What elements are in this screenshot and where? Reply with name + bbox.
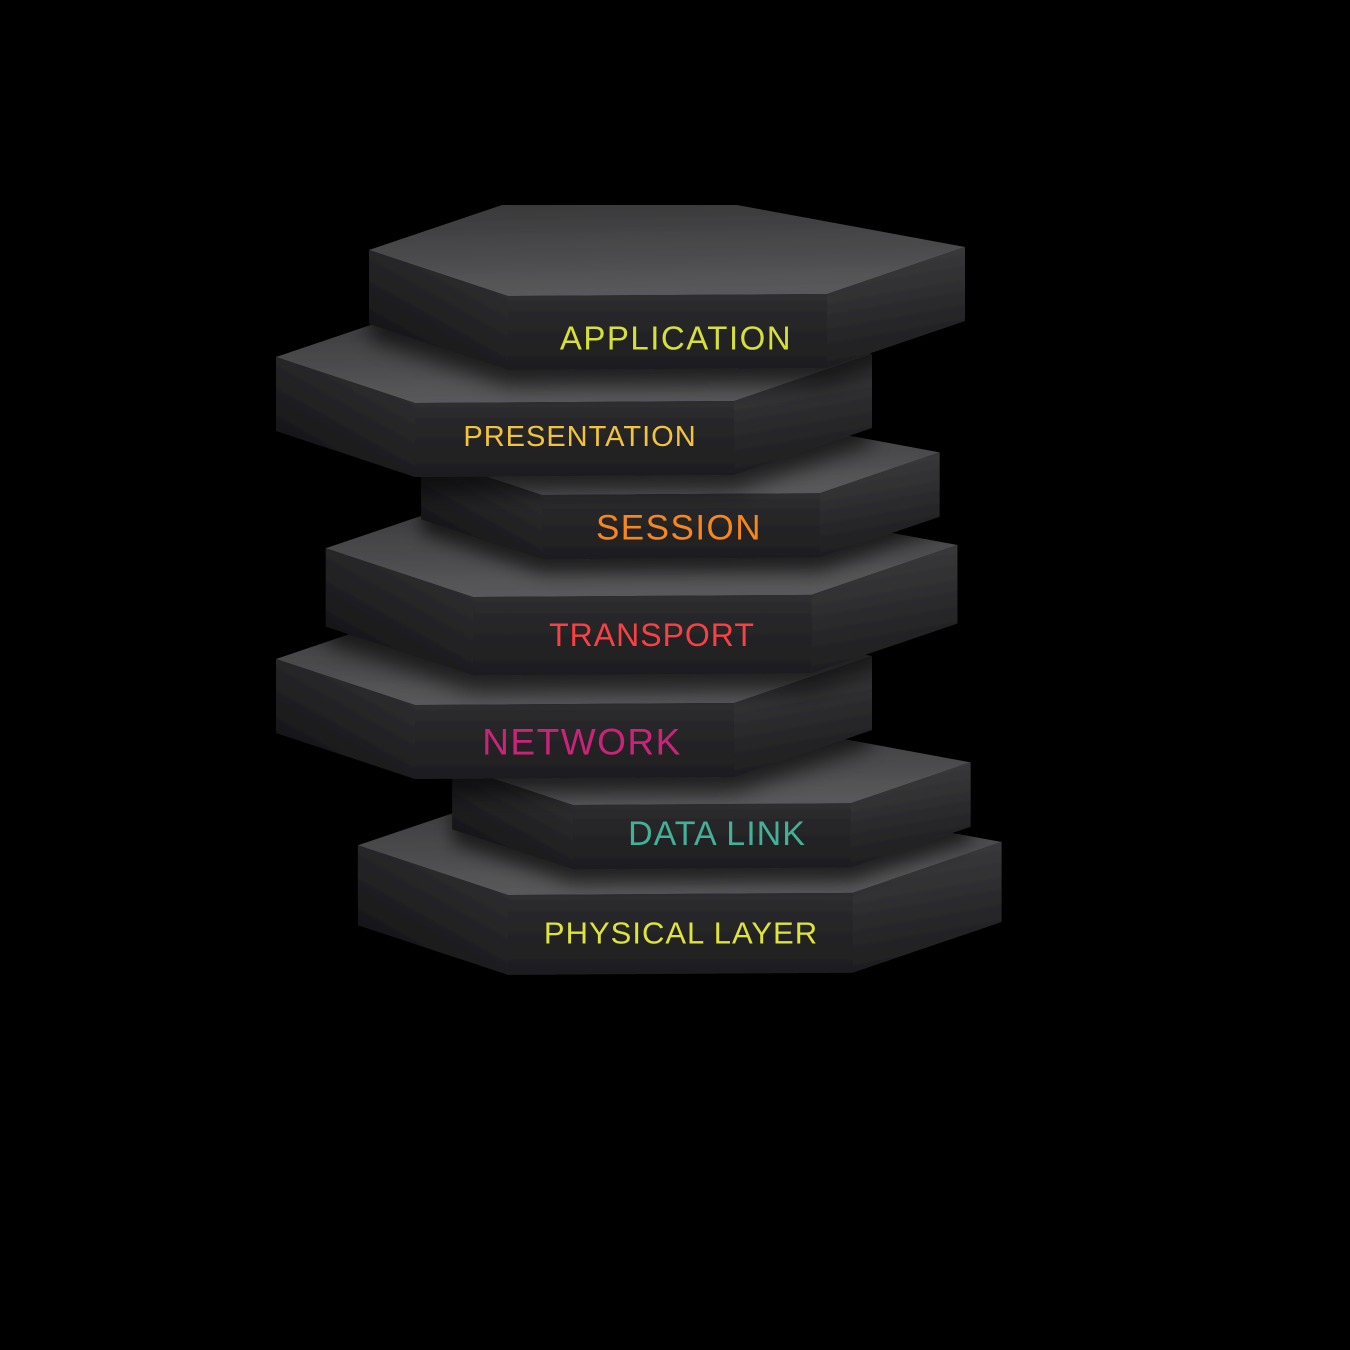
layer-label-data-link: DATA LINK	[628, 815, 806, 853]
layer-label-presentation: PRESENTATION	[463, 421, 696, 453]
layer-label-transport: TRANSPORT	[549, 617, 755, 653]
layer-labels: APPLICATION PRESENTATION SESSION TRANSPO…	[463, 320, 818, 951]
layer-label-session: SESSION	[596, 509, 762, 548]
layer-label-network: NETWORK	[482, 722, 682, 763]
layer-label-physical-layer: PHYSICAL LAYER	[544, 916, 818, 951]
layer-label-application: APPLICATION	[560, 320, 792, 357]
